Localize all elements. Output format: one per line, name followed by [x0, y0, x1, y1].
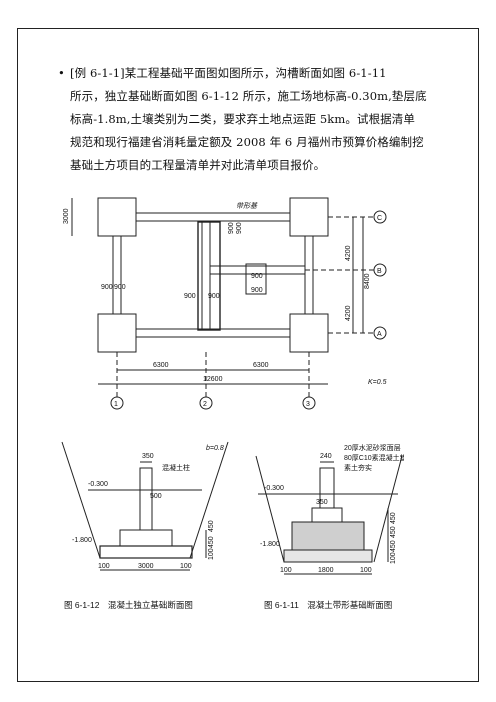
- strip-note-3: 素土夯实: [344, 463, 372, 472]
- strip-caption: 图 6-1-11 混凝土带形基础断面图: [264, 600, 392, 610]
- paragraph-line-5: 基础土方项目的工程量清单并对此清单项目报价。: [70, 158, 326, 172]
- axis-label-b: B: [377, 268, 382, 275]
- strip-elev-bottom: -1.800: [260, 541, 280, 548]
- axis-label-2: 2: [203, 401, 207, 408]
- dim-8400: 8400: [364, 273, 371, 289]
- dim-900-c1: 900: [251, 273, 263, 280]
- strip-note-1: 20厚水泥砂浆面层: [344, 443, 401, 452]
- strip-dim-v-450b: 450: [390, 526, 397, 538]
- dim-900-m1: 900: [184, 293, 196, 300]
- dim-900-l1: 900: [101, 284, 113, 291]
- ind-dim-v-100: 100: [208, 548, 215, 560]
- axis-label-3: 3: [306, 401, 310, 408]
- example-paragraph: • [例 6-1-1]某工程基础平面图如图所示，沟槽断面如图 6-1-11 所示…: [58, 62, 462, 177]
- axis-label-a: A: [377, 331, 382, 338]
- bullet-mark: •: [58, 66, 65, 80]
- ind-dim-500: 500: [150, 493, 162, 500]
- footing-1a: [97, 313, 137, 353]
- strip-dim-240: 240: [320, 453, 332, 460]
- strip-dim-100-a: 100: [280, 567, 292, 574]
- foundation-plan-drawing: 3000 6300 6300 12600 900 900 900 900 900…: [63, 197, 387, 410]
- dim-6300-right: 6300: [253, 362, 269, 369]
- footing-3a: [289, 313, 329, 353]
- footing-3c: [289, 197, 329, 237]
- ind-elev-top: -0.300: [88, 481, 108, 488]
- independent-footing-section: [61, 441, 229, 571]
- strip-elev-top: -0.300: [264, 485, 284, 492]
- paragraph-line-2: 所示，独立基础断面如图 6-1-12 所示，施工场地标高-0.30m,垫层底: [70, 89, 427, 103]
- dim-6300-left: 6300: [153, 362, 169, 369]
- ind-dim-100-a: 100: [98, 563, 110, 570]
- footing-1c: [97, 197, 137, 237]
- ind-dim-3000: 3000: [138, 563, 154, 570]
- foundation-sections-drawing: 350 混凝土柱 -0.300 500 -1.800 100 3000 100 …: [61, 441, 404, 610]
- dim-900-l2: 900: [114, 284, 126, 291]
- ind-label-column: 混凝土柱: [162, 463, 190, 472]
- strip-dim-350: 350: [316, 499, 328, 506]
- dim-12600: 12600: [203, 376, 223, 383]
- paragraph-line-3: 标高-1.8m,土壤类别为二类，要求弃土地点运距 5km。试根据清单: [70, 112, 415, 126]
- dim-left-3000: 3000: [63, 208, 70, 224]
- axis-label-1: 1: [114, 401, 118, 408]
- ind-dim-350: 350: [142, 453, 154, 460]
- scale-note: K=0.5: [368, 379, 387, 386]
- dim-900-t1: 900: [228, 222, 235, 234]
- strip-note-2: 80厚C10素混凝土垫层: [344, 453, 404, 462]
- strip-dim-v-450c: 450: [390, 512, 397, 524]
- strip-dim-v-100: 100: [390, 552, 397, 564]
- strip-dim-1800: 1800: [318, 567, 334, 574]
- ind-dim-v-450b: 450: [208, 520, 215, 532]
- dim-900-m2: 900: [208, 293, 220, 300]
- ind-dim-100-b: 100: [180, 563, 192, 570]
- ind-hand-note: b=0.8: [206, 445, 224, 452]
- page-frame: [17, 28, 479, 682]
- strip-dim-100-b: 100: [360, 567, 372, 574]
- paragraph-line-1: [例 6-1-1]某工程基础平面图如图所示，沟槽断面如图 6-1-11: [70, 66, 387, 80]
- ind-elev-bottom: -1.800: [72, 537, 92, 544]
- handwritten-note: 带形基: [236, 202, 258, 210]
- dim-900-t2: 900: [236, 222, 243, 234]
- ind-dim-v-450a: 450: [208, 536, 215, 548]
- axis-label-c: C: [377, 215, 382, 222]
- strip-footing-section: [255, 455, 403, 575]
- dim-4200-bottom: 4200: [345, 305, 352, 321]
- ind-caption: 图 6-1-12 混凝土独立基础断面图: [64, 600, 193, 610]
- strip-dim-v-450a: 450: [390, 540, 397, 552]
- paragraph-line-4: 规范和现行福建省消耗量定额及 2008 年 6 月福州市预算价格编制挖: [70, 135, 424, 149]
- dim-900-c2: 900: [251, 287, 263, 294]
- dim-4200-top: 4200: [345, 245, 352, 261]
